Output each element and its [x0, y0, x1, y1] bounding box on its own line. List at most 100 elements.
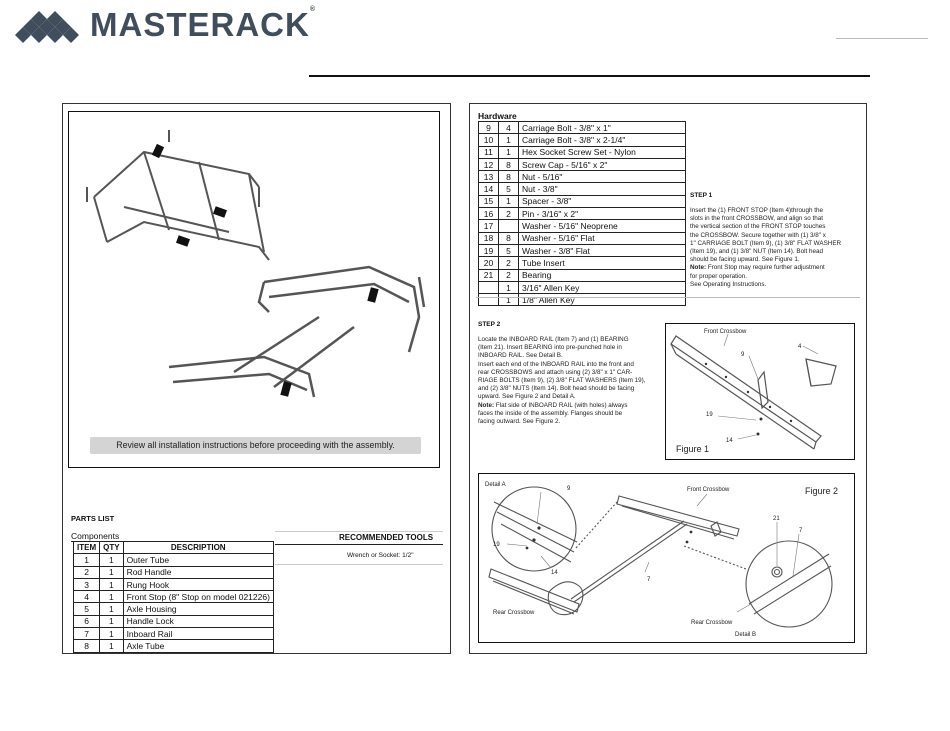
- hardware-description: Washer - 5/16" Neoprene: [518, 219, 686, 233]
- parts-item: 7: [72, 627, 101, 641]
- figure1-caption: Figure 1: [676, 444, 709, 454]
- figure1-front-crossbow-label: Front Crossbow: [704, 329, 747, 335]
- instruction-line: Locate the INBOARD RAIL (Item 7) and (1)…: [478, 336, 629, 343]
- parts-list-title: PARTS LIST: [71, 514, 115, 523]
- tools-title-underline: [275, 544, 443, 545]
- hardware-description: Hex Socket Screw Set - Nylon: [518, 145, 686, 159]
- figure1-callout-9: 9: [741, 352, 745, 358]
- parts-description: Rod Handle: [122, 565, 274, 579]
- hardware-qty: 4: [498, 120, 519, 135]
- step1-note-line-1: for proper operation.: [690, 272, 748, 280]
- step1-note-line-2: See Operating Instructions.: [690, 280, 767, 288]
- hardware-qty: 1: [498, 194, 519, 209]
- step1-note-label: Note:: [690, 264, 707, 272]
- hardware-qty: 2: [498, 268, 519, 282]
- step1-note: Note: Front Stop may require further adj…: [690, 264, 860, 289]
- figure1-callout-19: 19: [706, 412, 713, 418]
- tools-title-rule: [275, 531, 443, 532]
- parts-item: 1: [72, 553, 101, 567]
- parts-qty: 1: [99, 602, 124, 616]
- instruction-line: (Item 19), and (1) 3/8" NUT (Item 14). B…: [690, 248, 824, 256]
- step1-text: Insert the (1) FRONT STOP (Item 4)throug…: [690, 207, 860, 264]
- left-panel: Review all installation instructions bef…: [62, 103, 451, 654]
- hardware-item: 9: [478, 120, 499, 135]
- parts-item: 5: [72, 602, 101, 616]
- figure1-box: Front Crossbow 4 9 19 14 Figure 1: [665, 323, 855, 460]
- figure2-rear-crossbow-label-2: Rear Crossbow: [691, 620, 733, 626]
- parts-description: Front Stop (8" Stop on model 021226): [122, 590, 274, 604]
- instruction-line: INBOARD RAIL. See Detail B.: [478, 352, 563, 360]
- parts-qty: 1: [99, 627, 124, 641]
- parts-qty: 1: [99, 577, 124, 592]
- figure2-diagram: Detail A 9 19 14 Front Crossbow Figure 2…: [485, 482, 838, 638]
- hardware-item: 16: [478, 207, 499, 221]
- parts-item: 6: [72, 614, 101, 629]
- masterack-logo-icon: [15, 11, 79, 43]
- recommended-tools-title: RECOMMENDED TOOLS: [339, 533, 434, 542]
- hardware-description: Carriage Bolt - 3/8" x 1": [518, 120, 686, 135]
- rack-overview-illustration: [86, 130, 426, 398]
- review-banner: Review all installation instructions bef…: [90, 437, 421, 454]
- figure2-caption: Figure 2: [805, 486, 838, 496]
- registered-mark: ®: [309, 6, 316, 13]
- figure2-callout-7b: 7: [799, 528, 803, 534]
- figure2-callout-14: 14: [551, 570, 558, 576]
- figure2-callout-21: 21: [773, 516, 780, 522]
- instruction-line: (Item 21). Insert BEARING into pre-punch…: [478, 344, 622, 352]
- parts-col-qty: QTY: [99, 540, 124, 555]
- brand-name: MASTERACK®: [90, 6, 316, 44]
- hardware-description: Screw Cap - 5/16" x 2": [518, 157, 686, 172]
- figure1-callout-14: 14: [726, 438, 733, 444]
- instruction-line: Insert each end of the INBOARD RAIL into…: [478, 360, 634, 368]
- instruction-line: the vertical section of the FRONT STOP t…: [690, 223, 826, 231]
- hardware-item: 10: [478, 133, 499, 147]
- instruction-line: rear CROSSBOWS and attach using (2) 3/8"…: [478, 368, 633, 376]
- parts-header-row: ITEM QTY DESCRIPTION: [72, 540, 274, 555]
- step1-divider: [476, 297, 860, 298]
- parts-qty: 1: [99, 614, 124, 629]
- figure1-callout-4: 4: [798, 344, 802, 350]
- figure1-diagram: Front Crossbow 4 9 19 14 Figure 1: [670, 329, 837, 454]
- figure2-callout-19: 19: [493, 542, 500, 548]
- hardware-item: [478, 280, 499, 295]
- figure2-rear-crossbow-label-1: Rear Crossbow: [493, 610, 535, 616]
- hardware-qty: 8: [498, 231, 519, 245]
- hardware-description: Pin - 3/16" x 2": [518, 207, 686, 221]
- hardware-description: Carriage Bolt - 3/8" x 2-1/4": [518, 133, 686, 147]
- hardware-row: 17 Washer - 5/16" Neoprene: [478, 219, 686, 233]
- parts-item: 3: [72, 577, 101, 592]
- hardware-description: Nut - 5/16": [518, 170, 686, 184]
- hardware-item: 21: [478, 268, 499, 282]
- step1-block: STEP 1 Insert the (1) FRONT STOP (Item 4…: [690, 192, 860, 289]
- hardware-description: Washer - 3/8" Flat: [518, 243, 686, 258]
- overview-image-box: Review all installation instructions bef…: [68, 111, 440, 468]
- parts-item: 2: [72, 565, 101, 579]
- step2-title: STEP 2: [478, 321, 501, 328]
- hardware-qty: 5: [498, 243, 519, 258]
- parts-description: Rung Hook: [122, 577, 274, 592]
- parts-col-description: DESCRIPTION: [122, 540, 274, 555]
- hardware-item: 17: [478, 219, 499, 233]
- step2-note-line-1: faces the inside of the assembly. Flange…: [478, 409, 623, 417]
- instruction-line: upward. See Figure 2 and Detail A.: [478, 393, 576, 401]
- step2-note: Note: Flat side of INBOARD RAIL (with ho…: [478, 402, 668, 427]
- instruction-line: 1" CARRIAGE BOLT (Item 9), (1) 3/8" FLAT…: [690, 239, 842, 247]
- instruction-line: RIAGE BOLTS (Item 9), (2) 3/8" FLAT WASH…: [478, 377, 646, 385]
